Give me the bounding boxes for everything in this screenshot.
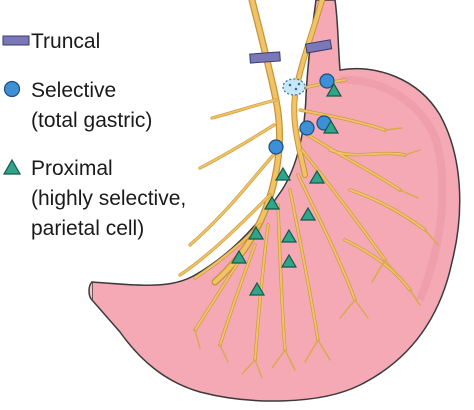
legend-proximal-line1: Proximal [31, 157, 113, 180]
truncal-markers [249, 39, 333, 64]
proximal-marker [299, 206, 317, 221]
legend-selective-line2: (total gastric) [31, 109, 152, 132]
proximal-marker [322, 119, 340, 134]
proximal-marker [280, 228, 298, 243]
proximal-legend-icon [2, 158, 22, 175]
proximal-marker [247, 225, 265, 240]
proximal-marker [263, 195, 281, 210]
selective-markers [268, 73, 335, 155]
truncal-legend-icon [2, 35, 30, 46]
legend: Truncal Selective (total gastric) Proxim… [2, 30, 186, 240]
celiac-ganglion [282, 78, 306, 96]
proximal-marker [248, 281, 266, 296]
proximal-marker [280, 253, 298, 268]
proximal-marker [325, 82, 343, 97]
truncal-marker [249, 51, 281, 64]
selective-marker [299, 120, 315, 136]
stomach [88, 0, 461, 402]
proximal-markers [230, 82, 343, 296]
legend-proximal-line3: parietal cell) [31, 217, 144, 240]
legend-proximal-line2: (highly selective, [31, 187, 186, 210]
legend-truncal-label: Truncal [31, 30, 100, 53]
stomach-body [91, 0, 461, 402]
proximal-marker [274, 166, 292, 181]
legend-selective-line1: Selective [31, 79, 116, 102]
proximal-marker [230, 249, 248, 264]
vagus-nerves [178, 0, 439, 379]
selective-marker [319, 73, 335, 89]
selective-legend-icon [3, 80, 21, 98]
truncal-marker [304, 39, 333, 54]
stomach-shading [339, 75, 447, 302]
duodenum-end [88, 281, 93, 301]
proximal-marker [308, 169, 326, 184]
selective-marker [268, 139, 284, 155]
